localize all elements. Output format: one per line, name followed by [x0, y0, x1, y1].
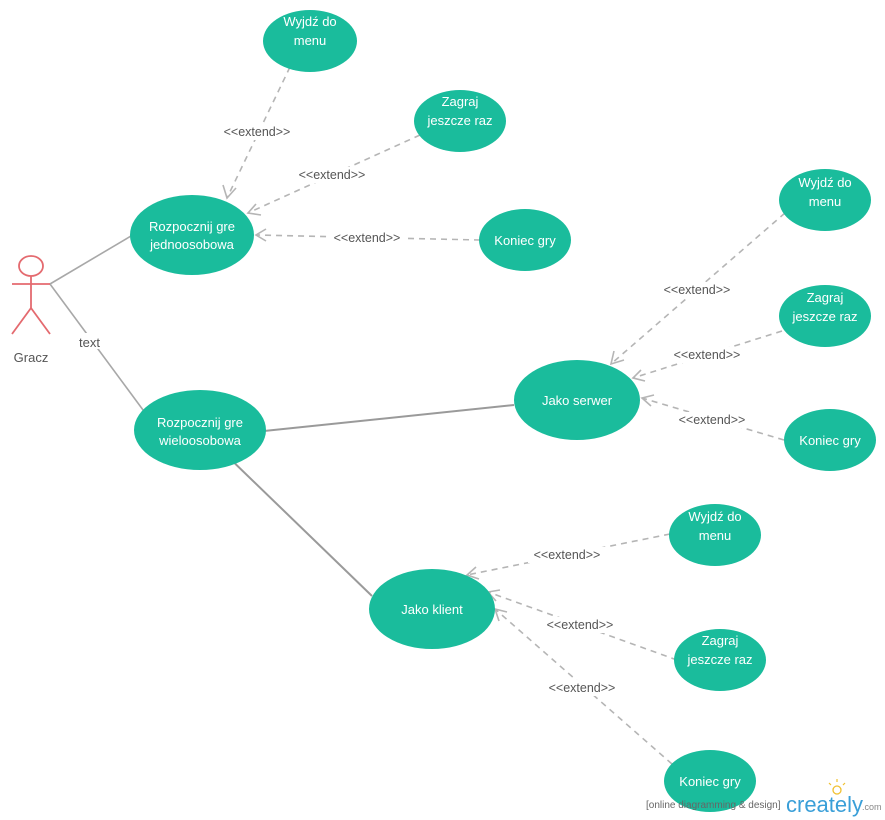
use-case-label: Wyjdź do: [688, 509, 741, 524]
use-case-server[interactable]: Jako serwer: [514, 360, 640, 440]
use-case-label: jeszcze raz: [426, 113, 492, 128]
arrow-head: [254, 228, 267, 242]
actor-left-leg: [11, 307, 32, 335]
use-case-single-player[interactable]: Rozpocznij gre jednoosobowa: [130, 195, 254, 275]
arrow-head: [640, 394, 655, 407]
actor-name: Gracz: [14, 350, 49, 365]
use-case-label: jeszcze raz: [791, 309, 857, 324]
watermark-domain: .com: [862, 802, 882, 812]
use-case-label: Wyjdź do: [798, 175, 851, 190]
extend-line-single-exit: [226, 66, 291, 199]
use-case-label: Rozpocznij gre: [157, 415, 243, 430]
association-label: text: [79, 335, 100, 350]
use-case-server-exit[interactable]: Wyjdź do menu: [779, 169, 871, 231]
use-case-label: Zagraj: [442, 94, 479, 109]
use-case-single-exit[interactable]: Wyjdź do menu: [263, 10, 357, 72]
extend-label-client-end: <<extend>>: [549, 681, 616, 695]
extend-line-single-replay: [247, 134, 421, 214]
use-case-label: jeszcze raz: [686, 652, 752, 667]
actor-head: [18, 255, 44, 277]
extend-label-server-exit: <<extend>>: [664, 283, 731, 297]
arrow-head: [222, 184, 237, 200]
use-case-multi-player[interactable]: Rozpocznij gre wieloosobowa: [134, 390, 266, 470]
lightbulb-icon: [828, 779, 846, 795]
creately-watermark: [online diagramming & design] creately .…: [646, 779, 882, 817]
watermark-logo: creately: [786, 792, 863, 817]
use-case-label: Zagraj: [702, 633, 739, 648]
arrow-head: [631, 369, 646, 382]
use-case-label: Zagraj: [807, 290, 844, 305]
use-case-single-end[interactable]: Koniec gry: [479, 209, 571, 271]
extend-label-server-replay: <<extend>>: [674, 348, 741, 362]
assoc-multi-server: [263, 404, 515, 432]
extend-label-single-exit: <<extend>>: [224, 125, 291, 139]
extend-line-server-end: [641, 397, 785, 441]
use-case-label: Koniec gry: [494, 233, 556, 248]
use-case-label: Koniec gry: [799, 433, 861, 448]
use-case-client-exit[interactable]: Wyjdź do menu: [669, 504, 761, 566]
arrow-head: [465, 566, 480, 580]
extend-labels: <<extend>> <<extend>> <<extend>> <<exten…: [218, 124, 751, 696]
use-case-label: menu: [699, 528, 732, 543]
use-case-single-replay[interactable]: Zagraj jeszcze raz: [414, 90, 506, 152]
extend-label-single-replay: <<extend>>: [299, 168, 366, 182]
extend-label-server-end: <<extend>>: [679, 413, 746, 427]
use-case-label: jednoosobowa: [149, 237, 235, 252]
extend-label-client-exit: <<extend>>: [534, 548, 601, 562]
assoc-actor-single: [49, 235, 132, 285]
extend-label-single-end: <<extend>>: [334, 231, 401, 245]
actor-right-leg: [30, 307, 51, 335]
use-case-label: Rozpocznij gre: [149, 219, 235, 234]
actor-gracz[interactable]: Gracz: [11, 255, 51, 365]
assoc-multi-client: [219, 448, 373, 597]
use-case-client[interactable]: Jako klient: [369, 569, 495, 649]
associations: [49, 235, 515, 597]
use-case-server-end[interactable]: Koniec gry: [784, 409, 876, 471]
watermark-text: [online diagramming & design]: [646, 800, 781, 811]
use-case-label: Jako serwer: [542, 393, 613, 408]
use-case-label: Wyjdź do: [283, 14, 336, 29]
arrow-head: [609, 350, 625, 366]
arrow-head: [246, 203, 262, 216]
extend-label-client-replay: <<extend>>: [547, 618, 614, 632]
use-case-label: menu: [809, 194, 842, 209]
use-case-label: wieloosobowa: [158, 433, 241, 448]
use-case-label: menu: [294, 33, 327, 48]
use-case-label: Koniec gry: [679, 774, 741, 789]
use-case-client-replay[interactable]: Zagraj jeszcze raz: [674, 629, 766, 691]
use-case-client-end[interactable]: Koniec gry: [664, 750, 756, 812]
use-case-label: Jako klient: [401, 602, 463, 617]
use-case-server-replay[interactable]: Zagraj jeszcze raz: [779, 285, 871, 347]
